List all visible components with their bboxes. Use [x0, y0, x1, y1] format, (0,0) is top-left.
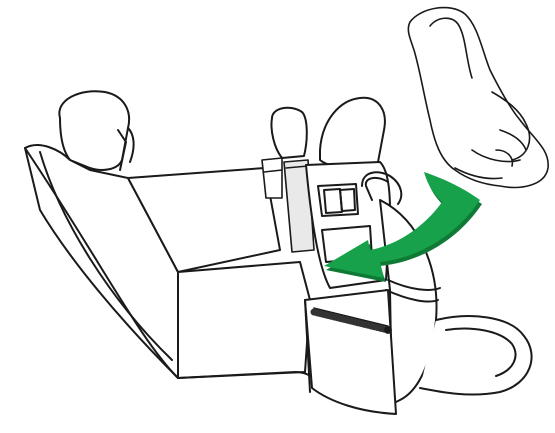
- left-headrest: [59, 91, 133, 170]
- middle-headrest-left: [271, 108, 306, 158]
- seat-sketch: [408, 8, 548, 188]
- middle-headrest-right: [320, 98, 385, 168]
